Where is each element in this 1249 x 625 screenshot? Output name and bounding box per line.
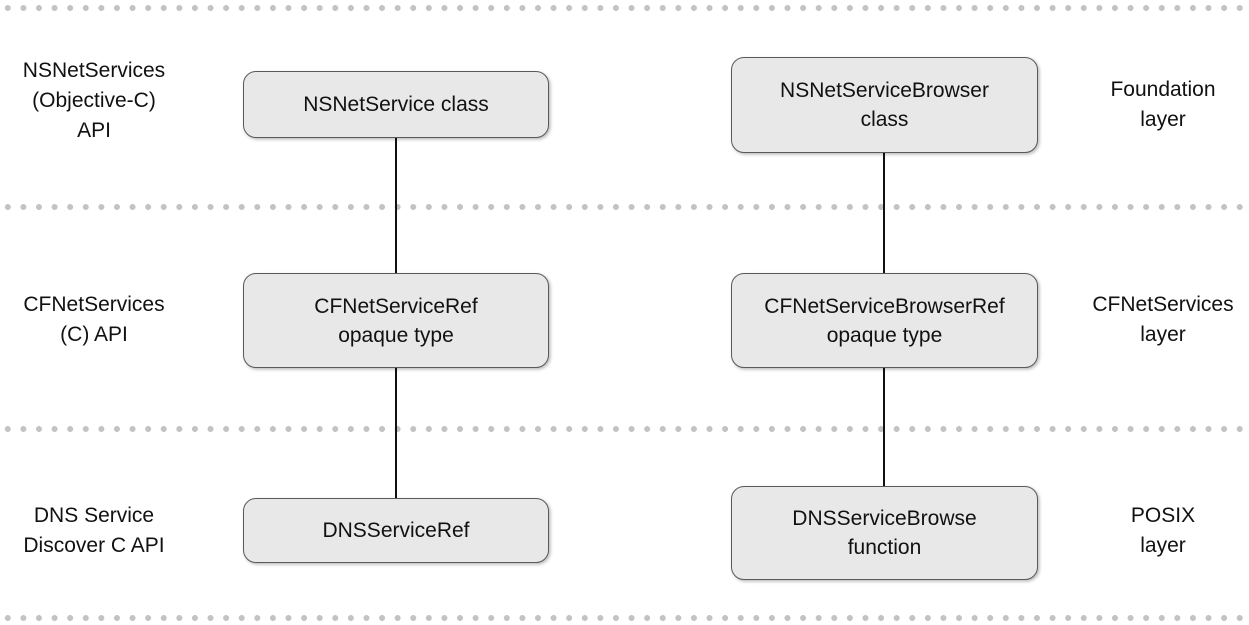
node-dnsservicebrowse-function: DNSServiceBrowse function <box>731 486 1038 580</box>
label-cfnetservices-layer: CFNetServices layer <box>1092 293 1234 346</box>
node-dnsserviceref: DNSServiceRef <box>243 498 549 563</box>
label-cfnetservices-c-api: CFNetServices (C) API <box>23 293 165 346</box>
label-posix-layer: POSIX layer <box>1130 504 1196 557</box>
node-nsnetservice-class-label: NSNetService class <box>303 93 489 116</box>
node-nsnetservice-class: NSNetService class <box>243 71 549 138</box>
label-nsnetservices-objc-api: NSNetServices (Objective-C) API <box>22 59 166 142</box>
label-dns-service-discover-c-api: DNS Service Discover C API <box>23 504 165 557</box>
node-cfnetserviceref: CFNetServiceRef opaque type <box>243 273 549 368</box>
node-cfnetservicebrowserref-label: CFNetServiceBrowserRef opaque type <box>764 294 1005 347</box>
node-nsnetservicebrowser-class: NSNetServiceBrowser class <box>731 57 1038 153</box>
label-foundation-layer: Foundation layer <box>1110 78 1216 131</box>
node-cfnetservicebrowserref: CFNetServiceBrowserRef opaque type <box>731 273 1038 368</box>
layer-separator-top <box>0 5 1249 11</box>
node-nsnetservicebrowser-class-label: NSNetServiceBrowser class <box>780 79 989 131</box>
connector-cfnetservicebrowserref-to-dnsservicebrowse <box>883 368 885 486</box>
connector-cfnetserviceref-to-dnsserviceref <box>395 368 397 498</box>
connector-nsnetservice-to-cfnetserviceref <box>395 138 397 273</box>
node-dnsservicebrowse-function-label: DNSServiceBrowse function <box>792 507 977 559</box>
layer-separator-foundation-cfnetservices <box>0 204 1249 210</box>
layer-separator-bottom <box>0 615 1249 621</box>
layer-separator-cfnetservices-posix <box>0 426 1249 432</box>
node-cfnetserviceref-label: CFNetServiceRef opaque type <box>314 294 478 347</box>
node-dnsserviceref-label: DNSServiceRef <box>322 519 470 542</box>
connector-nsnetservicebrowser-to-cfnetservicebrowserref <box>883 153 885 273</box>
